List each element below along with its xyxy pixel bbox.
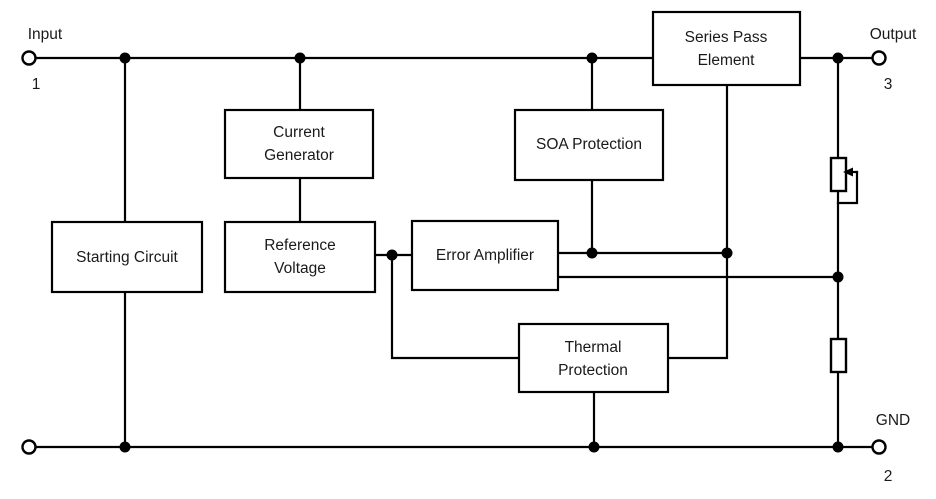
potentiometer-body [829, 156, 848, 193]
terminal-output-label: Output [870, 26, 917, 43]
wire-reference-voltage-to-thermal-protection [390, 253, 521, 360]
junction-dot-feedback-tap [832, 271, 844, 283]
block-thermal-protection-rect [517, 322, 670, 394]
wire-thermal-protection-to-drive-bus [666, 251, 729, 360]
potentiometer-symbol [829, 156, 859, 193]
junction-dot-input-starting-circuit [119, 52, 131, 64]
terminal-gnd-right-circle[interactable] [871, 439, 887, 455]
block-error-amplifier-rect [410, 219, 560, 292]
block-error-amplifier[interactable]: Error Amplifier [410, 219, 560, 292]
terminal-gnd-left-circle[interactable] [21, 439, 37, 455]
block-error-amplifier-label: Error Amplifier [436, 247, 534, 264]
block-current-generator-label-line1: Current [273, 124, 325, 141]
terminal-input-label: Input [28, 26, 63, 43]
block-starting-circuit-label: Starting Circuit [76, 249, 178, 266]
block-soa-protection[interactable]: SOA Protection [513, 108, 665, 182]
block-current-generator[interactable]: Current Generator [223, 108, 375, 180]
terminal-layer: Input 1 Output 3 GND 2 [21, 26, 917, 485]
block-reference-voltage-label-line2: Voltage [274, 260, 326, 277]
terminal-gnd-pin: 2 [884, 468, 893, 485]
junction-dot-output-node [832, 52, 844, 64]
block-series-pass-element-label-line2: Element [698, 52, 756, 69]
junction-dot-error-amplifier-soa [586, 247, 598, 259]
block-soa-protection-label: SOA Protection [536, 136, 642, 153]
block-reference-voltage-rect [223, 220, 377, 294]
block-current-generator-label-line2: Generator [264, 147, 334, 164]
resistor-symbol [829, 337, 848, 374]
junction-dot-reference-voltage-tap [386, 249, 398, 261]
potentiometer-wiper-arrowhead [843, 167, 853, 177]
block-current-generator-rect [223, 108, 375, 180]
junction-dot-layer [119, 52, 844, 453]
wire-layer [34, 56, 874, 449]
block-thermal-protection-label-line2: Protection [558, 362, 628, 379]
terminal-gnd-label: GND [876, 412, 910, 429]
block-starting-circuit-rect [50, 220, 204, 294]
block-thermal-protection[interactable]: Thermal Protection [517, 322, 670, 394]
junction-dot-gnd-divider [832, 441, 844, 453]
wire-potentiometer-wiper-link [836, 170, 859, 205]
resistor-body [829, 337, 848, 374]
terminal-input-pin: 1 [32, 76, 41, 93]
junction-dot-input-current-generator [294, 52, 306, 64]
block-soa-protection-rect [513, 108, 665, 182]
block-starting-circuit[interactable]: Starting Circuit [50, 220, 204, 294]
junction-dot-input-soa-protection [586, 52, 598, 64]
junction-dot-gnd-starting-circuit [119, 441, 131, 453]
block-series-pass-element[interactable]: Series Pass Element [651, 10, 802, 87]
block-series-pass-element-rect [651, 10, 802, 87]
terminal-output-pin: 3 [884, 76, 893, 93]
junction-dot-gnd-thermal-protection [588, 441, 600, 453]
terminal-output-circle[interactable] [871, 50, 887, 66]
block-thermal-protection-label-line1: Thermal [565, 339, 622, 356]
junction-dot-drive-bus [721, 247, 733, 259]
terminal-input-circle[interactable] [21, 50, 37, 66]
block-reference-voltage[interactable]: Reference Voltage [223, 220, 377, 294]
block-series-pass-element-label-line1: Series Pass [685, 29, 768, 46]
block-reference-voltage-label-line1: Reference [264, 237, 336, 254]
